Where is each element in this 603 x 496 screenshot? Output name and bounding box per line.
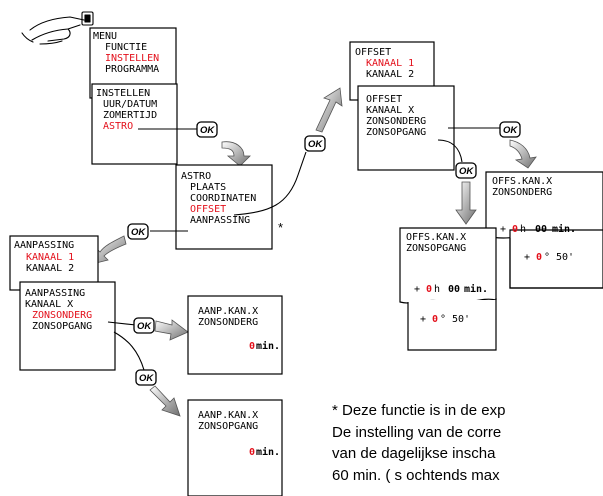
aanpassing-select-item-kanaal: KANAAL X <box>25 299 73 310</box>
offs-back-deg-unit: ° <box>544 252 550 263</box>
menu-item-instellen: INSTELLEN <box>105 53 159 64</box>
offset-select-item-zonsonderg: ZONSONDERG <box>366 116 426 127</box>
svg-text:OK: OK <box>137 321 152 332</box>
aanpassing-select-screen: AANPASSING KANAAL X ZONSONDERG ZONSOPGAN… <box>19 281 116 371</box>
ok-button[interactable]: OK <box>196 121 218 138</box>
footnote-line: van de dagelijkse inscha <box>332 445 496 462</box>
astro-item-coordinaten: COORDINATEN <box>190 193 256 204</box>
aanpassing-channel-title: AANPASSING <box>14 240 74 251</box>
aanp-onderg-line2: ZONSONDERG <box>198 317 258 328</box>
flow-arrow <box>221 141 251 167</box>
svg-text:OK: OK <box>459 166 474 177</box>
instellen-title: INSTELLEN <box>96 88 150 99</box>
offs-front-deg-unit: ° <box>440 314 446 325</box>
instellen-item-astro: ASTRO <box>103 121 133 132</box>
offs-back-hours: 0 <box>512 224 518 235</box>
astro-item-offset: OFFSET <box>190 204 226 215</box>
offs-front-arcmin: 50' <box>452 314 470 325</box>
flow-arrow <box>509 139 537 169</box>
offs-back-minutes: 00 <box>535 224 547 235</box>
astro-title: ASTRO <box>181 171 211 182</box>
menu-item-programma: PROGRAMMA <box>105 64 159 75</box>
flow-arrow <box>455 181 477 225</box>
aanpassing-select-title: AANPASSING <box>25 288 85 299</box>
aanpassing-select-item-zonsonderg: ZONSONDERG <box>32 310 92 321</box>
svg-text:OK: OK <box>503 125 518 136</box>
hand-press-icon <box>21 11 94 45</box>
offs-back-line1: OFFS.KAN.X <box>492 176 552 187</box>
offset-select-item-kanaal: KANAAL X <box>366 105 414 116</box>
instellen-item-zomertijd: ZOMERTIJD <box>103 110 157 121</box>
offs-zonsopgang-screen: OFFS.KAN.X ZONSOPGANG + 0 h 00 min. + 0 … <box>399 227 498 351</box>
aanpassing-channel-screen: AANPASSING KANAAL 1 KANAAL 2 <box>9 235 99 291</box>
offs-zonsonderg-screen: OFFS.KAN.X ZONSONDERG + 0 h 00 min. + 0 … <box>485 171 603 289</box>
svg-text:OK: OK <box>131 227 146 238</box>
flow-arrow <box>91 235 127 265</box>
offs-front-minutes-unit: min. <box>464 283 488 295</box>
aanp-opgang-line1: AANP.KAN.X <box>198 410 258 421</box>
offs-front-plus: + <box>414 284 420 295</box>
offs-front-hours-unit: h <box>434 284 440 295</box>
offs-front-plus2: + <box>420 314 426 325</box>
astro-screen: ASTRO PLAATS COORDINATEN OFFSET AANPASSI… <box>175 164 273 250</box>
instellen-screen: INSTELLEN UUR/DATUM ZOMERTIJD ASTRO <box>91 83 178 165</box>
offs-front-deg: 0 <box>432 314 438 325</box>
offs-back-deg: 0 <box>536 252 542 263</box>
offs-back-minutes-unit: min. <box>552 223 576 235</box>
flow-arrow <box>315 87 343 133</box>
offset-channel-item-1: KANAAL 1 <box>366 58 414 69</box>
aanpassing-channel-item-2: KANAAL 2 <box>26 263 74 274</box>
connector-line <box>113 331 145 371</box>
footnote-line: 60 min. ( s ochtends max <box>332 466 500 484</box>
flow-arrow <box>149 385 181 417</box>
offs-front-minutes: 00 <box>448 284 460 295</box>
flow-arrow <box>154 319 189 341</box>
offset-select-title: OFFSET <box>366 94 402 105</box>
footnote-line: De instelling van de corre <box>332 423 502 441</box>
instellen-item-uurdatum: UUR/DATUM <box>103 99 157 110</box>
ok-button[interactable]: OK <box>133 317 155 334</box>
aanp-onderg-unit: min. <box>256 340 280 352</box>
aanp-zonsonderg-screen: AANP.KAN.X ZONSONDERG 0 min. <box>187 295 283 375</box>
svg-text:OK: OK <box>139 373 154 384</box>
astro-item-aanpassing: AANPASSING <box>190 215 250 226</box>
astro-item-plaats: PLAATS <box>190 182 226 193</box>
ok-button[interactable]: OK <box>304 135 326 152</box>
offs-back-hours-unit: h <box>520 224 526 235</box>
offs-back-line2: ZONSONDERG <box>492 187 552 198</box>
aanp-zonsopgang-screen: AANP.KAN.X ZONSOPGANG 0 min. <box>187 399 283 496</box>
ok-button[interactable]: OK <box>455 162 477 179</box>
ok-button[interactable]: OK <box>127 223 149 240</box>
offset-channel-item-2: KANAAL 2 <box>366 69 414 80</box>
svg-text:OK: OK <box>200 125 215 136</box>
ok-button[interactable]: OK <box>499 121 521 138</box>
footnote-text: * Deze functie is in de exp De instellin… <box>332 400 603 486</box>
aanp-onderg-line1: AANP.KAN.X <box>198 306 258 317</box>
offset-select-screen: OFFSET KANAAL X ZONSONDERG ZONSOPGANG <box>357 85 455 171</box>
offs-front-hours: 0 <box>426 284 432 295</box>
menu-title: MENU <box>93 31 117 42</box>
aanp-opgang-unit: min. <box>256 446 280 458</box>
offs-back-plus2: + <box>524 252 530 263</box>
offs-front-line2: ZONSOPGANG <box>406 243 466 254</box>
svg-text:OK: OK <box>308 139 323 150</box>
connector-line <box>437 139 463 163</box>
aanp-onderg-value: 0 <box>249 341 255 352</box>
footnote-line: * Deze functie is in de exp <box>332 402 506 419</box>
asterisk-mark: * <box>278 220 283 235</box>
connector-line <box>233 151 307 216</box>
aanpassing-channel-item-1: KANAAL 1 <box>26 252 74 263</box>
connector-line <box>107 321 137 326</box>
offs-back-arcmin: 50' <box>556 252 574 263</box>
aanpassing-select-item-zonsopgang: ZONSOPGANG <box>32 321 92 332</box>
offset-select-item-zonsopgang: ZONSOPGANG <box>366 127 426 138</box>
offs-back-plus: + <box>500 224 506 235</box>
menu-item-functie: FUNCTIE <box>105 42 147 53</box>
offs-front-line1: OFFS.KAN.X <box>406 232 466 243</box>
offset-channel-title: OFFSET <box>355 47 391 58</box>
aanp-opgang-value: 0 <box>249 447 255 458</box>
aanp-opgang-line2: ZONSOPGANG <box>198 421 258 432</box>
ok-button[interactable]: OK <box>135 369 157 386</box>
